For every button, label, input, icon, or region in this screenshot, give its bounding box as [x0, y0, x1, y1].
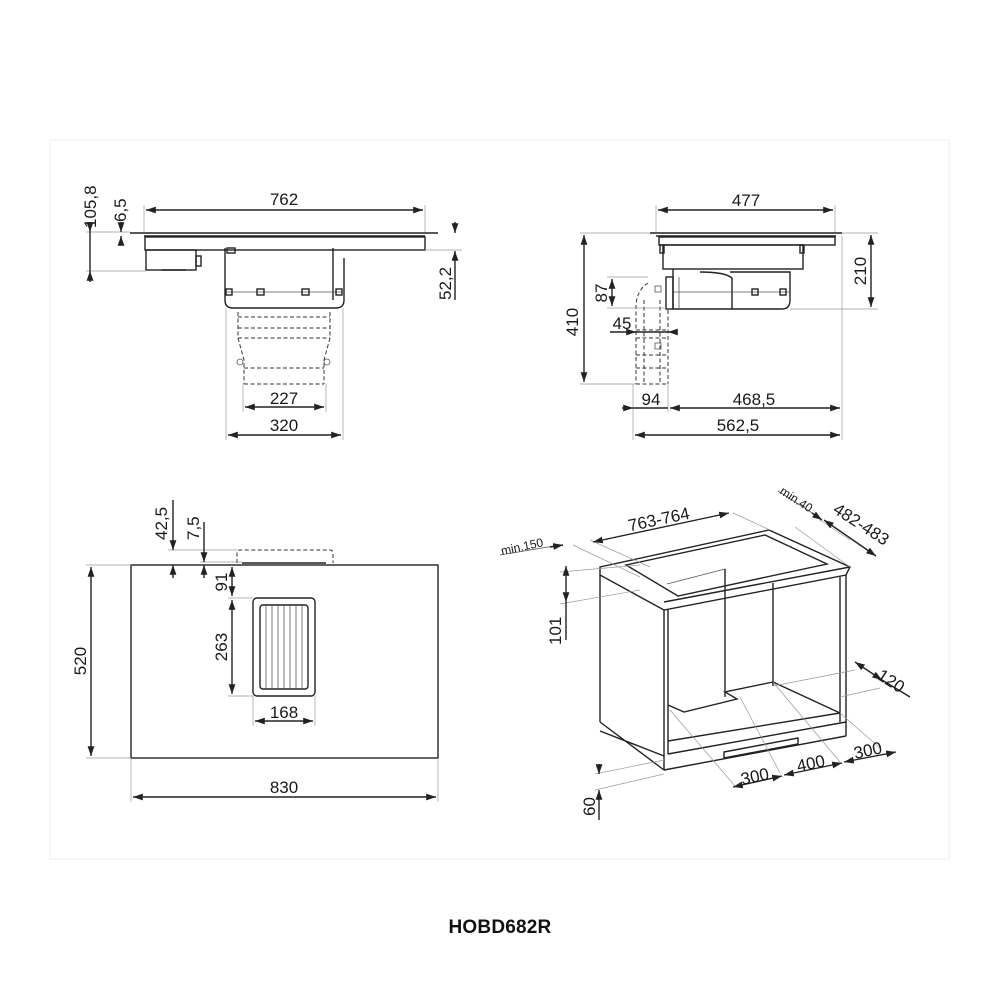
dim-52-2: 52,2: [436, 267, 455, 300]
dim-762: 762: [270, 190, 298, 209]
dim-91: 91: [212, 573, 231, 592]
dim-min-40: min.40: [777, 484, 815, 516]
dim-477: 477: [732, 191, 760, 210]
dim-410: 410: [563, 308, 582, 336]
model-title: HOBD682R: [448, 917, 552, 938]
side-elevation-view: 477 410 210 87 45 94 468,5 562,5: [563, 191, 878, 440]
dim-562-5: 562,5: [717, 416, 760, 435]
dim-87: 87: [592, 284, 611, 303]
dim-227: 227: [270, 389, 298, 408]
dim-7-5: 7,5: [184, 516, 203, 540]
dim-763-764: 763-764: [626, 504, 691, 536]
dim-60: 60: [580, 797, 599, 816]
dim-floor-300-a: 300: [739, 764, 771, 788]
dim-105-8: 105,8: [81, 185, 100, 228]
dim-210: 210: [851, 257, 870, 285]
dim-263: 263: [212, 633, 231, 661]
dim-floor-400: 400: [795, 751, 827, 775]
dim-468-5: 468,5: [733, 390, 776, 409]
dim-min-150: min.150: [500, 535, 545, 558]
dim-6-5: 6,5: [111, 198, 130, 222]
dim-320: 320: [270, 416, 298, 435]
dim-94: 94: [642, 390, 661, 409]
dim-101: 101: [546, 617, 565, 645]
dim-min-label-150: min.150: [500, 535, 545, 558]
dim-floor-300-b: 300: [852, 738, 884, 762]
dim-520: 520: [71, 647, 90, 675]
dim-42-5: 42,5: [152, 507, 171, 540]
cabinet-installation-view: 763-764 min.150 min.40 482-483 101 120 6…: [500, 484, 911, 820]
dim-45: 45: [613, 314, 632, 333]
drawing-frame: [49, 139, 950, 860]
front-elevation-view: 762 105,8 6,5 52,2 227 320: [81, 185, 462, 440]
top-view: 42,5 7,5 91 263 168 520 830: [71, 500, 439, 802]
dim-168: 168: [270, 703, 298, 722]
dim-482-483: 482-483: [830, 499, 893, 549]
dim-830: 830: [270, 778, 298, 797]
